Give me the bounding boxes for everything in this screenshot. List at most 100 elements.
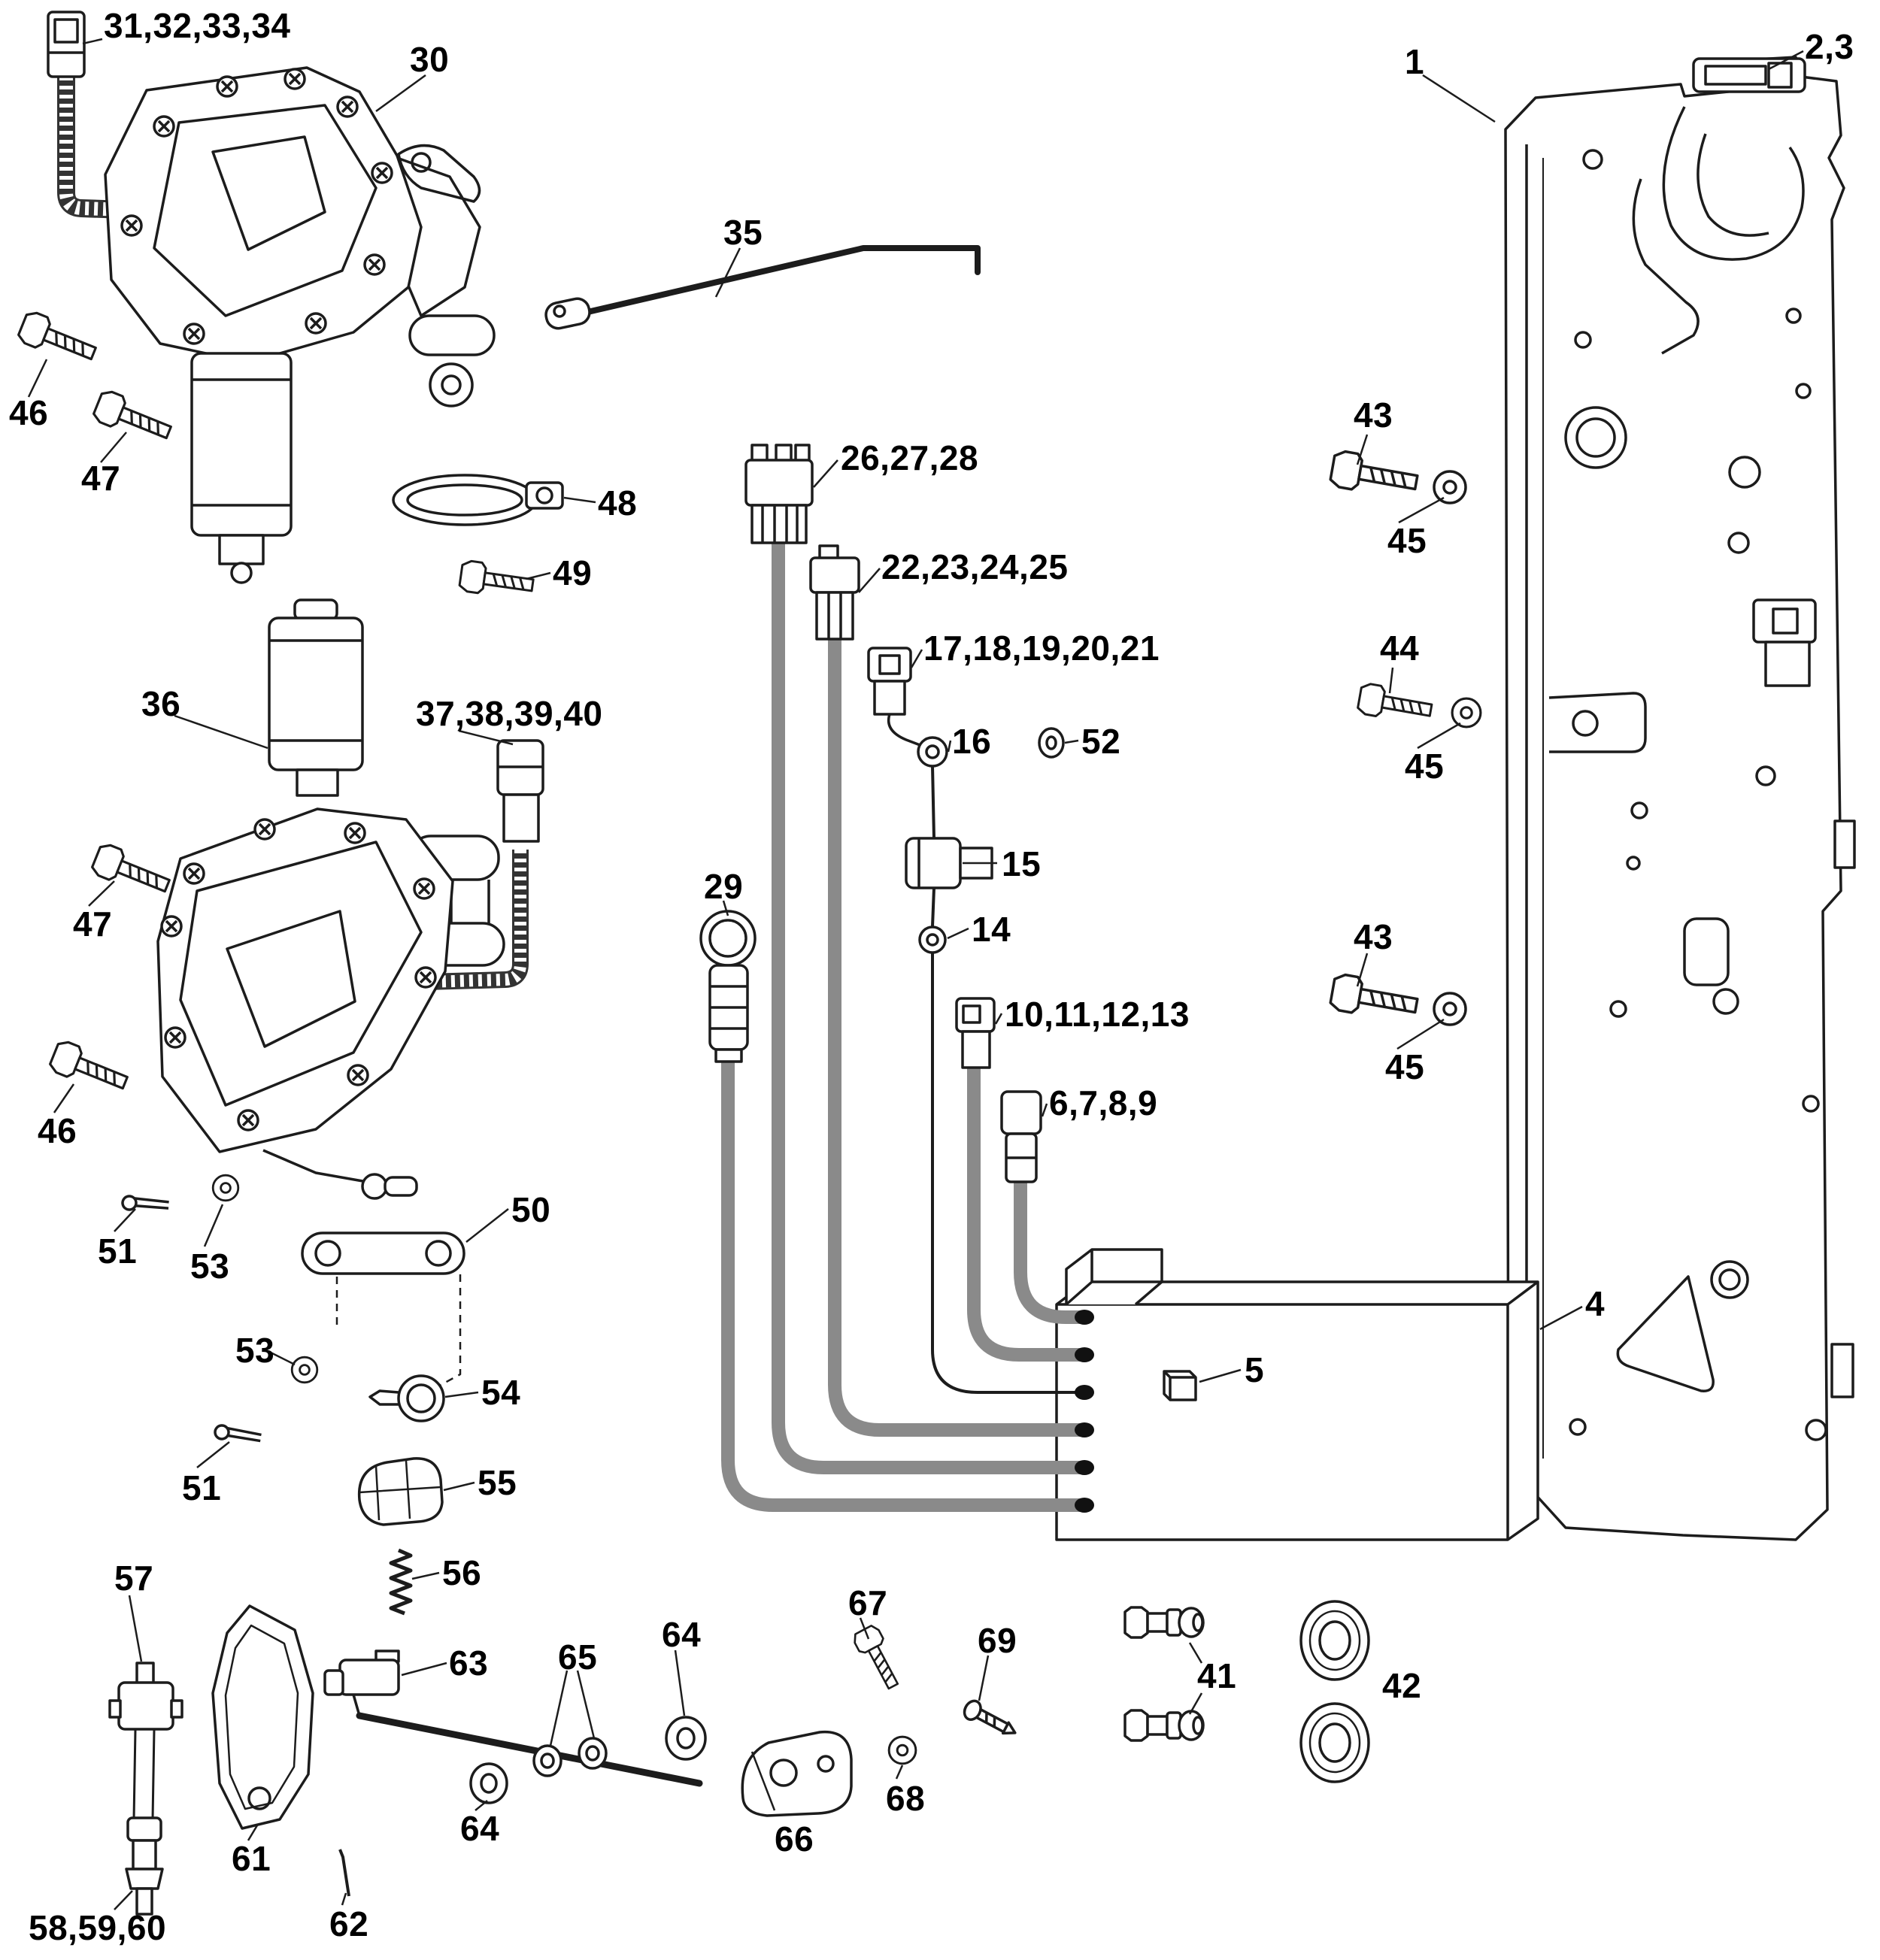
part-30-trim-motor bbox=[47, 11, 496, 584]
part-43-bolt-lower bbox=[1328, 971, 1421, 1025]
part-47-bolt-upper bbox=[90, 387, 176, 449]
callout-66: 66 bbox=[775, 1819, 814, 1859]
part-69-screw bbox=[963, 1699, 1017, 1735]
callout-69: 69 bbox=[978, 1621, 1017, 1660]
part-62-pin bbox=[338, 1849, 350, 1897]
part-10-13-connector bbox=[955, 997, 996, 1069]
callout-63: 63 bbox=[449, 1643, 489, 1683]
callout-48: 48 bbox=[598, 483, 638, 523]
callout-17-18-19-20-21: 17,18,19,20,21 bbox=[923, 629, 1160, 668]
callout-53-lower: 53 bbox=[235, 1331, 275, 1370]
callout-14: 14 bbox=[972, 910, 1011, 949]
callout-43-lower: 43 bbox=[1354, 917, 1393, 956]
callout-57: 57 bbox=[114, 1559, 154, 1598]
part-29-connector bbox=[699, 910, 757, 1063]
part-37-40-connector bbox=[323, 739, 544, 993]
part-63-lever bbox=[323, 1649, 703, 1787]
part-67-bolt bbox=[850, 1622, 906, 1694]
callout-45-upper: 45 bbox=[1387, 521, 1427, 560]
part-56-spring bbox=[389, 1548, 413, 1616]
part-64-washer-upper bbox=[665, 1716, 707, 1761]
part-5-clip bbox=[1163, 1370, 1197, 1401]
callout-2-3: 2,3 bbox=[1805, 27, 1854, 66]
part-45-washer-mid bbox=[1451, 697, 1482, 729]
callout-31-32-33-34: 31,32,33,34 bbox=[104, 6, 291, 45]
part-43-bolt-upper bbox=[1328, 448, 1421, 502]
callout-30: 30 bbox=[410, 40, 450, 79]
part-52-washer bbox=[1038, 727, 1065, 759]
callout-51-upper: 51 bbox=[98, 1231, 138, 1271]
callout-1: 1 bbox=[1405, 42, 1425, 81]
callout-58-59-60: 58,59,60 bbox=[29, 1908, 167, 1947]
callout-56: 56 bbox=[442, 1553, 482, 1592]
part-42-grommet-lower bbox=[1299, 1702, 1370, 1783]
callout-46-lower: 46 bbox=[38, 1111, 77, 1150]
callout-41: 41 bbox=[1197, 1656, 1237, 1695]
callout-52: 52 bbox=[1081, 722, 1121, 761]
harness-wires bbox=[721, 536, 1091, 1512]
part-65-bushings bbox=[532, 1737, 608, 1777]
part-46-bolt-lower bbox=[47, 1038, 132, 1099]
callout-44: 44 bbox=[1380, 629, 1420, 668]
callout-53-upper: 53 bbox=[190, 1247, 230, 1286]
part-66-anchor-bracket bbox=[741, 1730, 853, 1817]
callout-26-27-28: 26,27,28 bbox=[841, 438, 979, 477]
callout-45-lower: 45 bbox=[1385, 1047, 1425, 1086]
part-42-grommet-upper bbox=[1299, 1600, 1370, 1681]
part-61-bracket bbox=[211, 1604, 314, 1830]
part-46-bolt-upper bbox=[15, 308, 101, 370]
callout-67: 67 bbox=[848, 1583, 888, 1622]
callout-55: 55 bbox=[478, 1463, 517, 1502]
callout-6-7-8-9: 6,7,8,9 bbox=[1049, 1083, 1158, 1122]
harness-signal-wire bbox=[931, 953, 1084, 1394]
callout-29: 29 bbox=[704, 867, 744, 906]
part-45-washer-lower bbox=[1433, 992, 1467, 1026]
callout-65: 65 bbox=[558, 1637, 598, 1677]
part-49-screw bbox=[457, 559, 536, 602]
callout-64-lower: 64 bbox=[460, 1809, 500, 1848]
callout-50: 50 bbox=[511, 1190, 551, 1229]
callout-42: 42 bbox=[1382, 1666, 1422, 1705]
part-1-bracket-plate bbox=[1504, 56, 1856, 1541]
callout-47-lower: 47 bbox=[73, 904, 113, 944]
callout-61: 61 bbox=[232, 1839, 271, 1878]
part-44-bolt bbox=[1355, 681, 1435, 727]
part-57-switch bbox=[108, 1662, 183, 1820]
part-22-25-connector bbox=[809, 544, 860, 641]
part-17-21-connector bbox=[867, 647, 923, 747]
part-53-washer-upper bbox=[211, 1174, 240, 1202]
part-64-washer-lower bbox=[469, 1762, 508, 1804]
part-68-nut bbox=[887, 1735, 917, 1765]
part-16-ring-terminal bbox=[917, 736, 948, 839]
callout-49: 49 bbox=[553, 553, 593, 592]
callout-5: 5 bbox=[1245, 1350, 1265, 1389]
part-53-washer-lower bbox=[290, 1356, 319, 1384]
part-31-34-connector bbox=[47, 11, 86, 78]
callout-37-38-39-40: 37,38,39,40 bbox=[416, 694, 603, 733]
part-41-fitting-upper bbox=[1123, 1606, 1205, 1639]
leader-lines bbox=[27, 38, 1804, 1910]
part-36-trim-motor bbox=[156, 598, 544, 1200]
part-58-60-sensor bbox=[125, 1816, 164, 1916]
callout-36: 36 bbox=[141, 684, 181, 723]
part-45-washer-upper bbox=[1433, 470, 1467, 504]
callout-16: 16 bbox=[952, 722, 992, 761]
part-51-cotter-pin-lower bbox=[213, 1420, 263, 1447]
part-35-link-rod bbox=[544, 245, 981, 330]
part-6-9-connector bbox=[1000, 1090, 1042, 1183]
callout-64-upper: 64 bbox=[662, 1615, 702, 1654]
part-14-ring-terminal bbox=[918, 925, 947, 954]
callout-22-23-24-25: 22,23,24,25 bbox=[881, 547, 1069, 586]
part-50-link bbox=[301, 1231, 465, 1394]
callout-62: 62 bbox=[329, 1904, 369, 1943]
callout-46-upper: 46 bbox=[9, 393, 49, 432]
part-4-electrical-box bbox=[1055, 1248, 1539, 1541]
callout-51-lower: 51 bbox=[182, 1468, 222, 1507]
part-54-valve bbox=[368, 1374, 445, 1422]
callout-54: 54 bbox=[481, 1373, 521, 1412]
part-48-clamp bbox=[392, 474, 564, 526]
callout-45-mid: 45 bbox=[1405, 747, 1445, 786]
part-41-fitting-lower bbox=[1123, 1709, 1205, 1742]
wire-terminals bbox=[1075, 1310, 1094, 1513]
